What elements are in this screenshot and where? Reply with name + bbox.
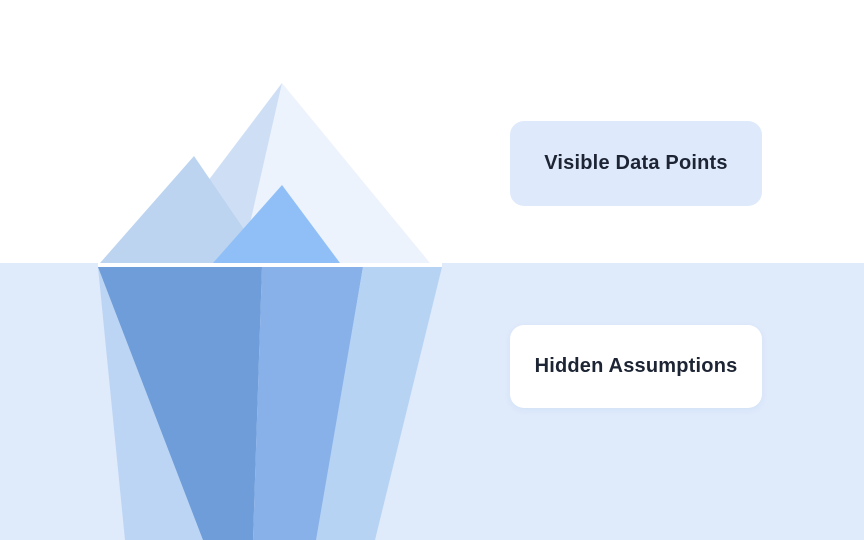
iceberg-underwater-front-dark-wedge — [98, 267, 262, 540]
hidden-assumptions-card: Hidden Assumptions — [510, 325, 762, 408]
waterline-gap — [98, 263, 442, 267]
iceberg-underwater-right-wedge — [316, 267, 442, 540]
iceberg-small-front-peak — [213, 185, 340, 263]
iceberg-left-peak — [100, 156, 267, 263]
hidden-assumptions-label: Hidden Assumptions — [534, 355, 738, 377]
visible-data-points-label: Visible Data Points — [544, 152, 728, 174]
visible-data-points-card: Visible Data Points — [510, 121, 762, 206]
iceberg-underwater-middle-wedge — [253, 267, 363, 540]
